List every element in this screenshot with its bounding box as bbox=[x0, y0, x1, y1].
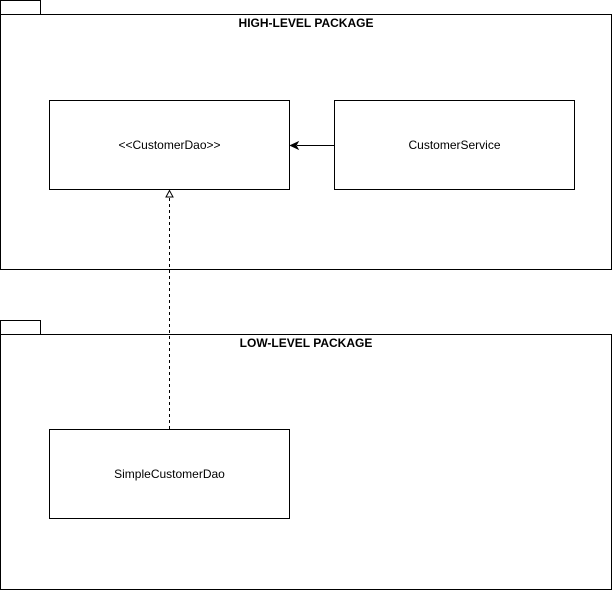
realization-arrow[interactable] bbox=[165, 189, 174, 430]
low-level-package-tab bbox=[0, 320, 41, 335]
customer-dao-box bbox=[49, 100, 290, 190]
simple-customer-dao-box bbox=[49, 429, 290, 519]
customer-service-class[interactable]: CustomerService bbox=[334, 100, 575, 190]
customer-dao-label: <<CustomerDao>> bbox=[118, 138, 220, 152]
dependency-arrow[interactable] bbox=[289, 140, 335, 151]
customer-service-box bbox=[334, 100, 575, 190]
realization-arrowhead bbox=[165, 189, 174, 198]
simple-customer-dao-label: SimpleCustomerDao bbox=[114, 467, 225, 481]
customer-dao-class[interactable]: <<CustomerDao>> bbox=[49, 100, 290, 190]
customer-service-label: CustomerService bbox=[408, 138, 500, 152]
high-level-package-title: HIGH-LEVEL PACKAGE bbox=[239, 16, 374, 30]
dependency-arrowhead bbox=[289, 140, 300, 151]
high-level-package-tab bbox=[0, 0, 41, 15]
simple-customer-dao-class[interactable]: SimpleCustomerDao bbox=[49, 429, 290, 519]
low-level-package-title: LOW-LEVEL PACKAGE bbox=[240, 336, 373, 350]
